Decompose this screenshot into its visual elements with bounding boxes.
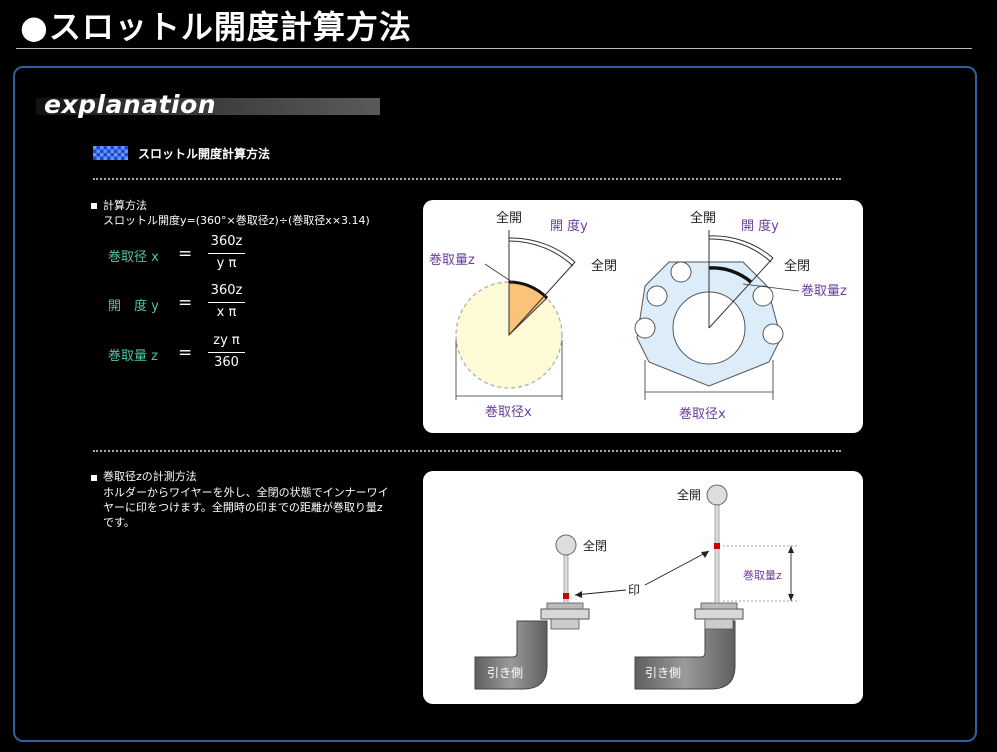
opening-arc-inner <box>508 240 574 267</box>
adjuster <box>546 602 584 610</box>
wound-arc <box>708 266 753 284</box>
diagram-label-opening: 開 度y <box>741 218 779 234</box>
measure-method-heading: 巻取径zの計測方法 <box>103 470 197 483</box>
cable-housing <box>634 620 736 690</box>
cutout-circle <box>762 323 784 345</box>
formula-numerator: zy π <box>213 333 240 348</box>
explanation-label: explanation <box>44 90 217 119</box>
amount-label: 巻取量z <box>743 569 782 582</box>
arrow-head <box>575 591 582 598</box>
mark-label: 印 <box>628 583 640 597</box>
arrow-head <box>788 594 794 601</box>
diagram-label-amount: 巻取量z <box>429 253 475 268</box>
full-close-line <box>708 257 774 329</box>
inner-wire <box>714 504 720 604</box>
measure-text-line: です。 <box>103 516 135 529</box>
throttle-angle-diagram: 全開 開 度y 巻取量z 全閉 巻取径x 全開 開 度y 全閉 巻取量z 巻取径… <box>423 200 863 433</box>
arrow-head <box>701 551 709 558</box>
dotted-divider <box>93 450 841 452</box>
wire-knob <box>706 484 728 506</box>
pull-side-label: 引き側 <box>487 666 523 680</box>
formula-denominator: 360 <box>214 355 239 370</box>
explanation-banner <box>36 98 380 115</box>
full-close-line <box>508 261 576 336</box>
section-subheading: スロットル開度計算方法 <box>138 147 271 161</box>
formula-opening: 開 度 y = 360z x π <box>108 283 258 325</box>
adjuster <box>700 602 738 610</box>
bullet-icon <box>91 203 97 209</box>
opening-arc-inner <box>708 238 772 263</box>
diagram-label-full-close: 全閉 <box>784 258 810 274</box>
calc-method-heading: 計算方法 <box>103 199 147 212</box>
mark-arrow <box>644 550 710 586</box>
adjuster-base <box>704 618 734 630</box>
page-title: ●スロットル開度計算方法 <box>20 8 412 46</box>
content-panel <box>13 66 977 742</box>
cutout-circle <box>670 261 692 283</box>
leader-line <box>742 283 800 292</box>
formula-diameter: 巻取径 x = 360z y π <box>108 234 258 276</box>
lock-nut <box>694 608 744 620</box>
opening-arc <box>508 237 576 263</box>
measure-text-line: ヤーに印をつけます。全開時の印までの距離が巻取り量z <box>103 501 383 514</box>
knob-label-closed: 全閉 <box>583 538 607 553</box>
measure-text-line: ホルダーからワイヤーを外し、全閉の状態でインナーワイ <box>103 486 389 499</box>
cutout-circle <box>752 285 774 307</box>
formula-amount: 巻取量 z = zy π 360 <box>108 333 258 375</box>
pull-side-label: 引き側 <box>645 666 681 680</box>
mark-arrow <box>574 589 627 596</box>
lock-nut <box>540 608 590 620</box>
formula-denominator: y π <box>216 256 237 271</box>
leader-line <box>484 263 516 285</box>
diagram-label-diameter: 巻取径x <box>679 407 726 422</box>
checker-icon <box>93 146 128 160</box>
diagram-label-full-close: 全閉 <box>591 258 617 274</box>
dotted-divider <box>93 178 841 180</box>
adjuster-base <box>550 618 580 630</box>
cutout-circle <box>634 317 656 339</box>
formula-denominator: x π <box>216 305 237 320</box>
opening-arc <box>708 235 774 259</box>
diagram-label-amount: 巻取量z <box>801 284 847 299</box>
formula-label: 開 度 y <box>108 299 159 314</box>
wire-knob <box>555 534 577 556</box>
fraction-bar <box>208 352 245 353</box>
formula-label: 巻取量 z <box>108 349 158 364</box>
bullet-icon <box>91 475 97 481</box>
mark-indicator <box>714 543 720 549</box>
cutout-circle <box>646 285 668 307</box>
fraction-bar <box>208 302 245 303</box>
formula-equals: = <box>178 343 193 363</box>
cable-measurement-diagram: 全閉 引き側 全開 引き側 印 巻取量z <box>423 471 863 704</box>
mark-indicator <box>563 593 569 599</box>
formula-equals: = <box>178 293 193 313</box>
title-divider <box>16 48 972 49</box>
arrow-head <box>788 546 794 553</box>
knob-label-open: 全開 <box>677 487 701 502</box>
cable-housing <box>474 620 548 690</box>
formula-numerator: 360z <box>210 234 243 249</box>
formula-label: 巻取径 x <box>108 250 159 265</box>
diagram-label-full-open: 全開 <box>496 210 522 226</box>
diagram-label-diameter: 巻取径x <box>485 405 532 420</box>
formula-equals: = <box>178 244 193 264</box>
diagram-label-full-open: 全開 <box>690 210 716 226</box>
diagram-label-opening: 開 度y <box>550 218 588 234</box>
formula-numerator: 360z <box>210 283 243 298</box>
calc-formula-text: スロットル開度y=(360°×巻取径z)÷(巻取径x×3.14) <box>103 214 370 227</box>
fraction-bar <box>208 253 245 254</box>
